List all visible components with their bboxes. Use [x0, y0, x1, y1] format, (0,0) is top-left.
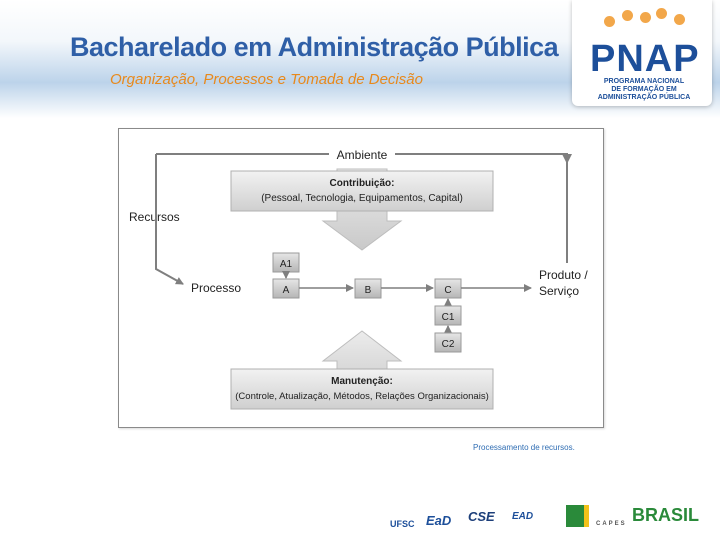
pnap-logo: PNAP PROGRAMA NACIONAL DE FORMAÇÃO EM AD…: [572, 0, 712, 106]
manutencao-items: (Controle, Atualização, Métodos, Relaçõe…: [235, 391, 488, 402]
logo-line: DE FORMAÇÃO EM: [611, 86, 677, 93]
node-a-label: A: [283, 285, 290, 296]
figure-caption: Processamento de recursos.: [473, 443, 575, 452]
ambiente-label: Ambiente: [337, 148, 388, 162]
logo-line: ADMINISTRAÇÃO PÚBLICA: [597, 94, 691, 101]
node-b-label: B: [365, 285, 372, 296]
page-title: Bacharelado em Administração Pública: [70, 32, 559, 62]
recursos-label: Recursos: [129, 210, 180, 224]
logo-dot: [674, 14, 685, 25]
logo-dot: [656, 8, 667, 19]
cse-logo: CSE: [468, 509, 495, 524]
diagram-canvas: Ambiente Recursos Contribuição: (Pessoal…: [129, 148, 588, 410]
footer-logos: UFSC EaD CSE EAD CAPES BRASIL: [0, 495, 720, 540]
manutencao-box: [230, 368, 494, 410]
logo-dot: [622, 10, 633, 21]
node-c-label: C: [444, 285, 451, 296]
node-a1-label: A1: [280, 259, 293, 270]
brasil-logo: BRASIL: [632, 505, 699, 525]
contribuicao-title: Contribuição:: [330, 178, 395, 189]
process-diagram: Ambiente Recursos Contribuição: (Pessoal…: [118, 128, 604, 428]
node-c2: [434, 332, 462, 353]
ead-ufsc-logo: EAD: [512, 511, 534, 522]
flag-icon: [566, 505, 589, 527]
logo-dot: [640, 12, 651, 23]
processo-label: Processo: [191, 281, 241, 295]
node-c2-label: C2: [442, 339, 455, 350]
node-c1-label: C1: [442, 312, 455, 323]
ambiente-arrowhead: [562, 154, 572, 164]
logo-mark: PNAP: [590, 38, 700, 80]
produto-label-line1: Produto /: [539, 268, 588, 282]
logo-dot: [604, 16, 615, 27]
capes-logo: CAPES: [596, 521, 627, 527]
ufsc-logo: UFSC: [390, 519, 415, 529]
recursos-line: [155, 154, 184, 285]
logo-line: PROGRAMA NACIONAL: [603, 78, 685, 85]
ead-logo: EaD: [426, 513, 452, 528]
page-subtitle: Organização, Processos e Tomada de Decis…: [110, 71, 423, 88]
manutencao-title: Manutenção:: [331, 376, 393, 387]
produto-label-line2: Serviço: [539, 284, 579, 298]
contribuicao-box: [230, 170, 494, 212]
contribuicao-items: (Pessoal, Tecnologia, Equipamentos, Capi…: [261, 193, 463, 204]
